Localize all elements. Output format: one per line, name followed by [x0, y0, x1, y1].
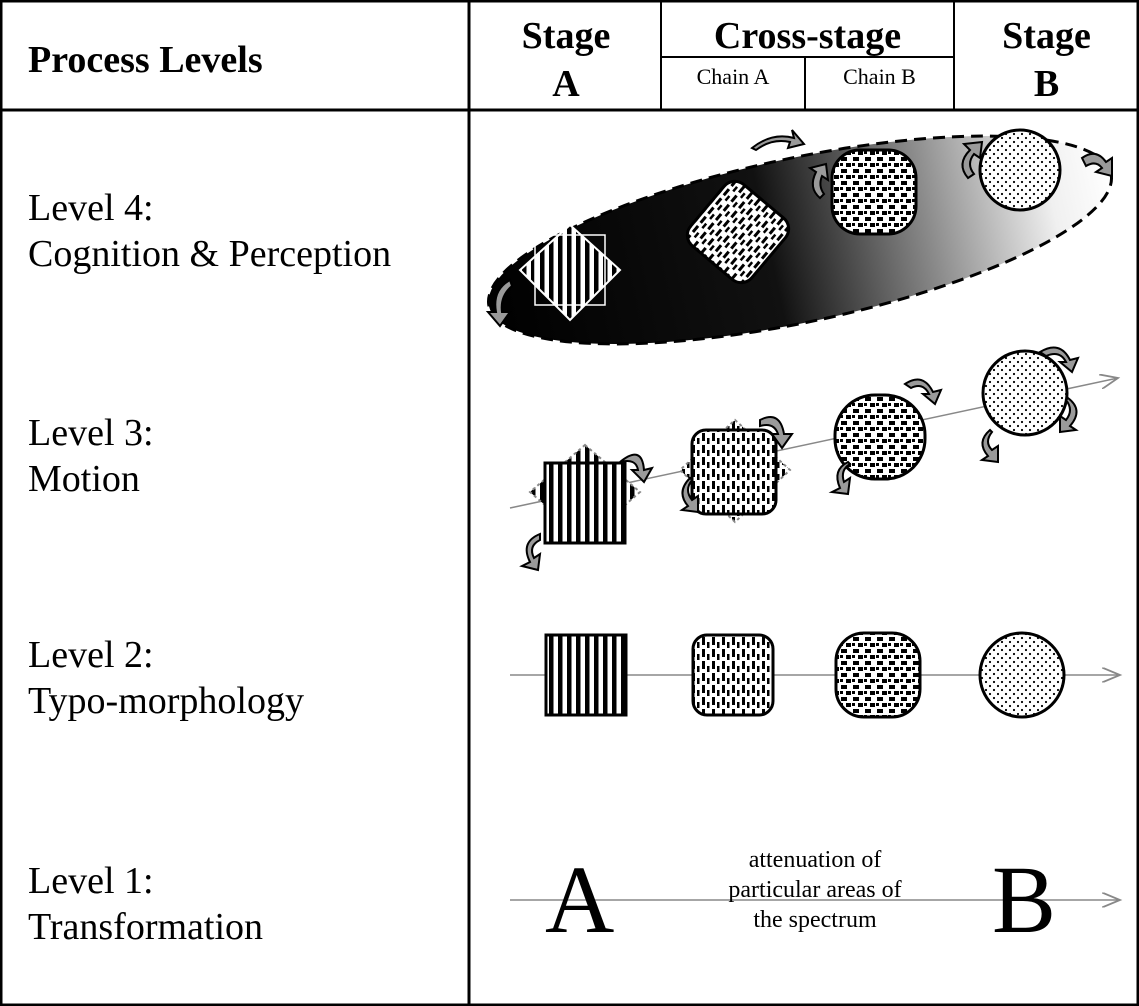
level2-shape-chain-b [834, 631, 922, 719]
level2-shape-stage-a [544, 633, 628, 717]
level3-name: Motion [28, 458, 140, 500]
level3-shape-chain-b [833, 393, 927, 481]
level2-name: Typo-morphology [28, 680, 304, 722]
header-chain-a: Chain A [696, 64, 770, 89]
level1-name: Transformation [28, 906, 264, 948]
level3-shape-chain-a [678, 418, 792, 524]
level4-shape-stage-b [978, 128, 1062, 212]
header-stage-a-letter: A [552, 63, 580, 105]
level2-label: Level 2: Typo-morphology [28, 632, 304, 724]
level3-rotation-arrows [519, 346, 1080, 572]
level2-shape-chain-a [691, 633, 775, 717]
level4-title: Level 4: [28, 187, 154, 229]
note-line-2: particular areas of [728, 877, 902, 903]
header-stage-a-top: Stage [521, 15, 611, 57]
level1-letter-b: B [992, 846, 1057, 953]
level1-letter-a: A [545, 846, 615, 953]
level4-label: Level 4: Cognition & Perception [28, 185, 391, 277]
header-cross-stage: Cross-stage [713, 15, 902, 57]
level3-label: Level 3: Motion [28, 410, 154, 502]
level2-shape-stage-b [978, 631, 1066, 719]
level4-shape-chain-a [685, 179, 791, 285]
level3-title: Level 3: [28, 412, 154, 454]
header-stage-b-top: Stage [1002, 15, 1091, 57]
level1-title: Level 1: [28, 860, 154, 902]
level2-title: Level 2: [28, 634, 154, 676]
level4-shape-stage-a [518, 223, 622, 322]
note-line-1: attenuation of [748, 847, 882, 873]
header-chain-b: Chain B [843, 64, 916, 89]
note-line-3: the spectrum [753, 907, 877, 933]
level3-shape-stage-a [528, 443, 642, 545]
level4-name: Cognition & Perception [28, 233, 392, 275]
level1-label: Level 1: Transformation [28, 858, 263, 950]
header-stage-b-letter: B [1033, 63, 1060, 105]
level4-shape-chain-b [830, 148, 918, 236]
level1-attenuation-note: attenuation of particular areas of the s… [670, 845, 960, 935]
level4-rotation-arrows [485, 129, 1113, 328]
header-process-levels: Process Levels [28, 39, 263, 81]
level3-shape-stage-b [981, 349, 1069, 437]
